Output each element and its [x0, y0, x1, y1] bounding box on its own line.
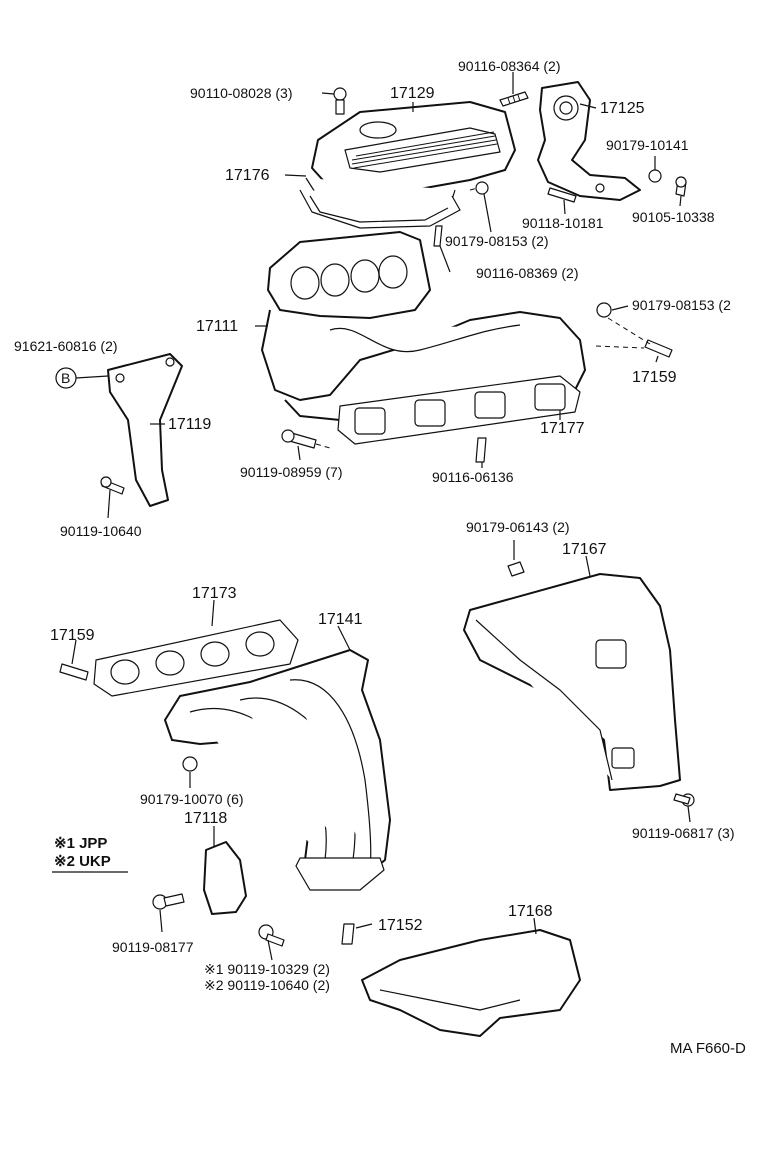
label-91621-60816: 91621-60816 (2): [14, 338, 118, 354]
label-17176: 17176: [225, 167, 270, 184]
label-note-1: ※1 90119-10329 (2): [204, 961, 330, 977]
label-17119: 17119: [168, 416, 211, 433]
bolt-90119-08177: [152, 893, 185, 910]
gasket-17173: [93, 619, 299, 697]
label-90119-08177: 90119-08177: [112, 939, 194, 955]
label-17125: 17125: [600, 100, 645, 117]
label-90179-06143: 90179-06143 (2): [466, 519, 570, 535]
legend-jpp: ※1 JPP: [54, 835, 107, 852]
label-90179-10141: 90179-10141: [606, 137, 689, 153]
label-17177: 17177: [540, 420, 585, 437]
stud-17152: [341, 923, 355, 945]
label-17167: 17167: [562, 541, 607, 558]
label-90119-06817: 90119-06817 (3): [632, 825, 734, 841]
nut-90179-08153-a: [475, 181, 489, 195]
nut-90179-10070: [182, 756, 198, 772]
nut-90179-10141: [648, 169, 662, 183]
label-90116-08369: 90116-08369 (2): [476, 265, 578, 281]
label-17141: 17141: [318, 611, 363, 628]
bracket-17125: [537, 81, 641, 201]
heat-insulator-17167: [463, 573, 681, 791]
label-17159-a: 17159: [632, 369, 677, 386]
stud-17159-a: [644, 339, 673, 358]
label-17173: 17173: [192, 585, 237, 602]
bracket-17119: [107, 353, 183, 507]
label-note-2: ※2 90119-10640 (2): [204, 977, 330, 993]
region-legend: ※1 JPP ※2 UKP: [54, 835, 111, 870]
insulator-17118: [203, 841, 247, 915]
label-90116-06136: 90116-06136: [432, 469, 514, 485]
label-90119-08959: 90119-08959 (7): [240, 464, 342, 480]
label-17118: 17118: [184, 810, 227, 827]
gasket-17176: [299, 189, 461, 229]
gasket-17177: [337, 375, 581, 445]
reference-code: MA F660-D: [670, 1040, 746, 1057]
label-90179-08153-a: 90179-08153 (2): [445, 233, 549, 249]
label-90119-10640-a: 90119-10640: [60, 523, 142, 539]
stud-90116-06136: [475, 437, 487, 463]
part-labels: 90116-08364 (2) 90110-08028 (3) 17129 17…: [14, 58, 734, 993]
label-17168: 17168: [508, 903, 553, 920]
label-90118-10181: 90118-10181: [522, 215, 604, 231]
label-90179-08153-b: 90179-08153 (2: [632, 297, 731, 313]
stud-90118-10181: [547, 187, 577, 203]
leader-lines: [52, 72, 691, 961]
bolt-91621-60816: B: [55, 367, 77, 389]
svg-text:B: B: [61, 370, 70, 386]
nut-90179-08153-b: [596, 302, 612, 318]
bolt-90119-10640-a: [100, 476, 125, 495]
nut-90179-06143: [507, 561, 525, 577]
label-90116-08364: 90116-08364 (2): [458, 58, 560, 74]
label-17152: 17152: [378, 917, 423, 934]
label-17129: 17129: [390, 85, 435, 102]
stud-90116-08369: [433, 225, 443, 247]
label-90179-10070: 90179-10070 (6): [140, 791, 244, 807]
exhaust-manifold-17141: [164, 649, 391, 891]
stud-90116-08364: [499, 91, 529, 107]
legend-ukp: ※2 UKP: [54, 853, 111, 870]
label-17111: 17111: [196, 318, 238, 335]
bolt-90119-08959: [281, 429, 317, 449]
insulator-17168: [361, 929, 581, 1037]
bolt-90105-10338: [675, 176, 687, 197]
bolt-90110-08028: [333, 87, 347, 115]
bolt-90119-10329: [258, 924, 285, 947]
label-17159-b: 17159: [50, 627, 95, 644]
stud-17159-b: [59, 663, 89, 681]
label-90105-10338: 90105-10338: [632, 209, 715, 225]
label-90110-08028: 90110-08028 (3): [190, 85, 292, 101]
bolt-90119-06817: [673, 793, 695, 807]
